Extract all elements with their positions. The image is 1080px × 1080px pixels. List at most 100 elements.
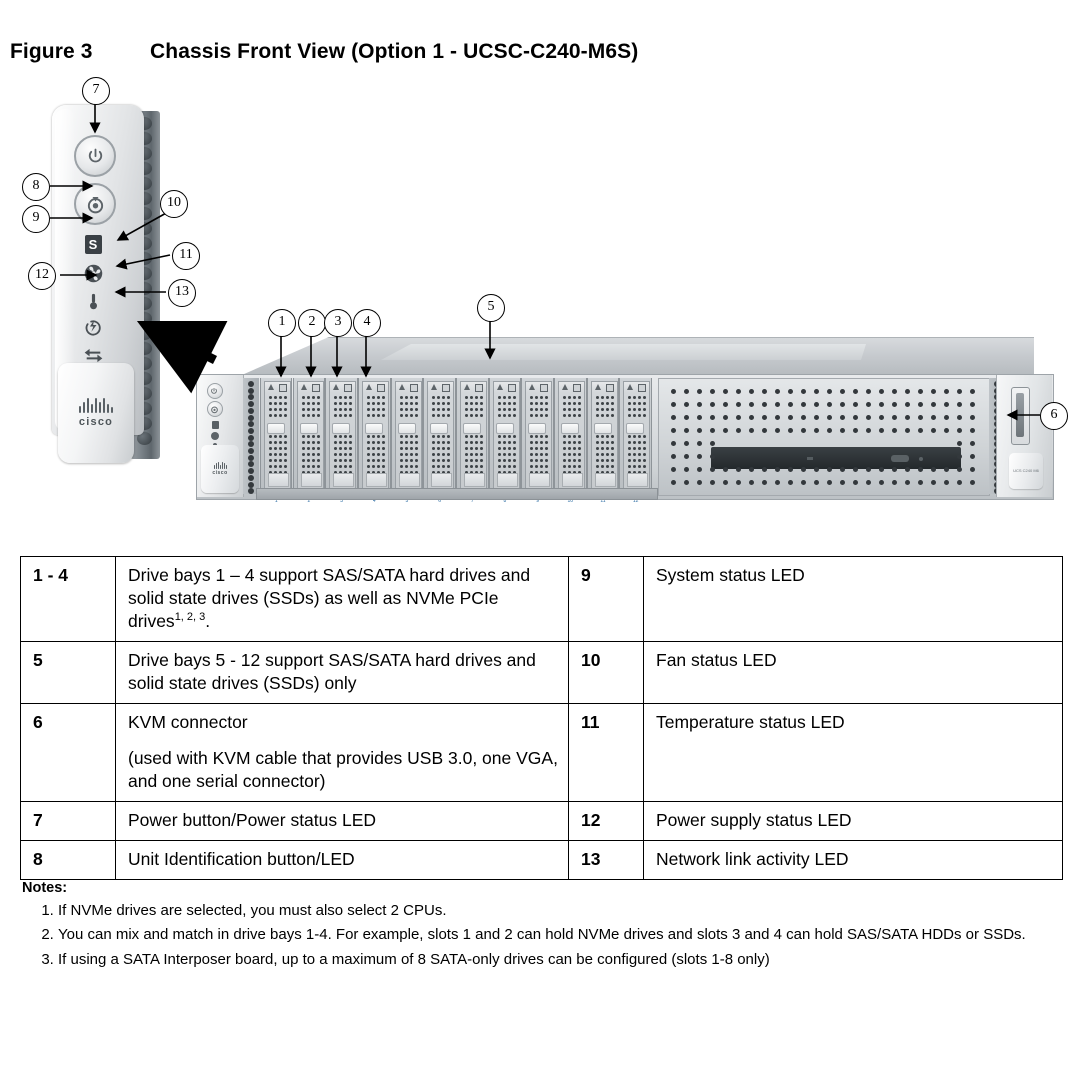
vent-hole <box>723 389 728 394</box>
drive-latch-handle[interactable] <box>528 423 547 434</box>
drive-latch-handle[interactable] <box>561 423 580 434</box>
vent-hole <box>643 402 647 405</box>
callout-13[interactable]: 13 <box>168 279 196 307</box>
optical-eject-button[interactable] <box>891 455 909 462</box>
vent-hole <box>535 465 539 468</box>
drive-bay[interactable]: 12 <box>619 378 652 504</box>
drive-bay[interactable]: 3 <box>325 378 358 504</box>
vent-hole <box>274 402 277 405</box>
vent-hole <box>568 459 572 462</box>
drive-latch-handle[interactable] <box>397 423 416 434</box>
drive-bay[interactable]: 10 <box>554 378 587 504</box>
vent-hole <box>470 435 474 438</box>
callout-5[interactable]: 5 <box>477 294 505 322</box>
vent-hole <box>697 467 702 472</box>
callout-4[interactable]: 4 <box>353 309 381 337</box>
vent-hole <box>633 453 637 456</box>
vent-hole <box>853 389 858 394</box>
vent-hole <box>905 402 910 407</box>
callout-11[interactable]: 11 <box>172 242 200 270</box>
callout-12[interactable]: 12 <box>28 262 56 290</box>
ear-power-button-icon[interactable] <box>207 383 223 399</box>
vent-hole <box>284 471 287 474</box>
power-button-icon[interactable] <box>74 135 116 177</box>
drive-bay[interactable]: 6 <box>423 378 456 504</box>
drive-bay[interactable]: 11 <box>586 378 620 504</box>
vent-hole <box>465 441 469 444</box>
vent-hole <box>475 453 479 456</box>
drive-bay[interactable]: 8 <box>488 378 522 504</box>
vent-hole <box>578 441 582 444</box>
callout-2[interactable]: 2 <box>298 309 326 337</box>
drive-bay-number: 5 <box>405 498 409 504</box>
callout-1[interactable]: 1 <box>268 309 296 337</box>
vent-hole <box>414 447 418 450</box>
vent-hole <box>311 408 315 411</box>
drive-latch-handle[interactable] <box>299 423 318 434</box>
vent-hole <box>605 453 609 456</box>
drive-latch-handle[interactable] <box>365 423 384 434</box>
row-desc-left-tail: . <box>205 611 211 632</box>
drive-bay-number: 8 <box>503 498 507 504</box>
drive-carrier <box>558 381 586 491</box>
vent-hole <box>447 453 451 456</box>
drive-latch-handle[interactable] <box>495 423 514 434</box>
drive-activity-led <box>507 384 516 392</box>
vent-hole <box>578 435 582 438</box>
callout-3[interactable]: 3 <box>324 309 352 337</box>
row-desc-right: Temperature status LED <box>643 703 1063 802</box>
vent-hole <box>502 435 506 438</box>
drive-latch-handle[interactable] <box>267 423 285 434</box>
drive-bay[interactable]: 9 <box>521 378 554 504</box>
vent-hole <box>372 414 376 417</box>
kvm-connector[interactable] <box>1011 387 1030 445</box>
vent-hole <box>274 441 277 444</box>
vent-hole <box>465 396 469 399</box>
optical-drive[interactable] <box>711 447 961 469</box>
vent-hole <box>382 465 386 468</box>
vent-hole <box>442 459 446 462</box>
drive-vent-grille <box>627 434 647 478</box>
vent-hole <box>535 396 539 399</box>
vent-hole <box>866 389 871 394</box>
note-item: If using a SATA Interposer board, up to … <box>58 949 1062 970</box>
callout-10[interactable]: 10 <box>160 190 188 218</box>
callout-7[interactable]: 7 <box>82 77 110 105</box>
drive-bay[interactable]: 2 <box>292 378 326 504</box>
ear-unit-id-button-icon[interactable] <box>207 401 223 417</box>
vent-hole <box>480 402 484 405</box>
drive-bay[interactable]: 5 <box>390 378 424 504</box>
drive-carrier <box>427 381 455 491</box>
row-number-left: 5 <box>20 641 116 705</box>
drive-bay[interactable]: 4 <box>358 378 391 504</box>
drive-latch-handle[interactable] <box>626 423 645 434</box>
vent-hole <box>638 465 642 468</box>
vent-hole <box>535 414 539 417</box>
vent-hole <box>470 408 474 411</box>
drive-latch-handle[interactable] <box>430 423 449 434</box>
vent-hole <box>442 441 446 444</box>
drive-latch-handle[interactable] <box>593 423 612 434</box>
vent-hole <box>535 453 539 456</box>
callout-9[interactable]: 9 <box>22 205 50 233</box>
drive-latch-handle[interactable] <box>332 423 351 434</box>
vent-hole <box>749 480 754 485</box>
drive-vent-grille <box>464 434 484 478</box>
vent-hole <box>563 471 567 474</box>
vent-hole <box>530 471 534 474</box>
callout-8[interactable]: 8 <box>22 173 50 201</box>
unit-identification-button-icon[interactable] <box>74 183 116 225</box>
drive-bay[interactable]: 7 <box>456 378 489 504</box>
vent-hole <box>437 408 441 411</box>
vent-hole <box>684 428 689 433</box>
vent-hole <box>269 408 272 411</box>
vent-hole <box>512 465 516 468</box>
vent-hole <box>507 471 511 474</box>
vent-hole <box>918 480 923 485</box>
vent-hole <box>311 402 315 405</box>
drive-latch-handle[interactable] <box>463 423 482 434</box>
vent-hole <box>274 459 277 462</box>
vent-hole <box>248 488 254 495</box>
callout-6[interactable]: 6 <box>1040 402 1068 430</box>
drive-bay[interactable]: 1 <box>260 378 293 504</box>
